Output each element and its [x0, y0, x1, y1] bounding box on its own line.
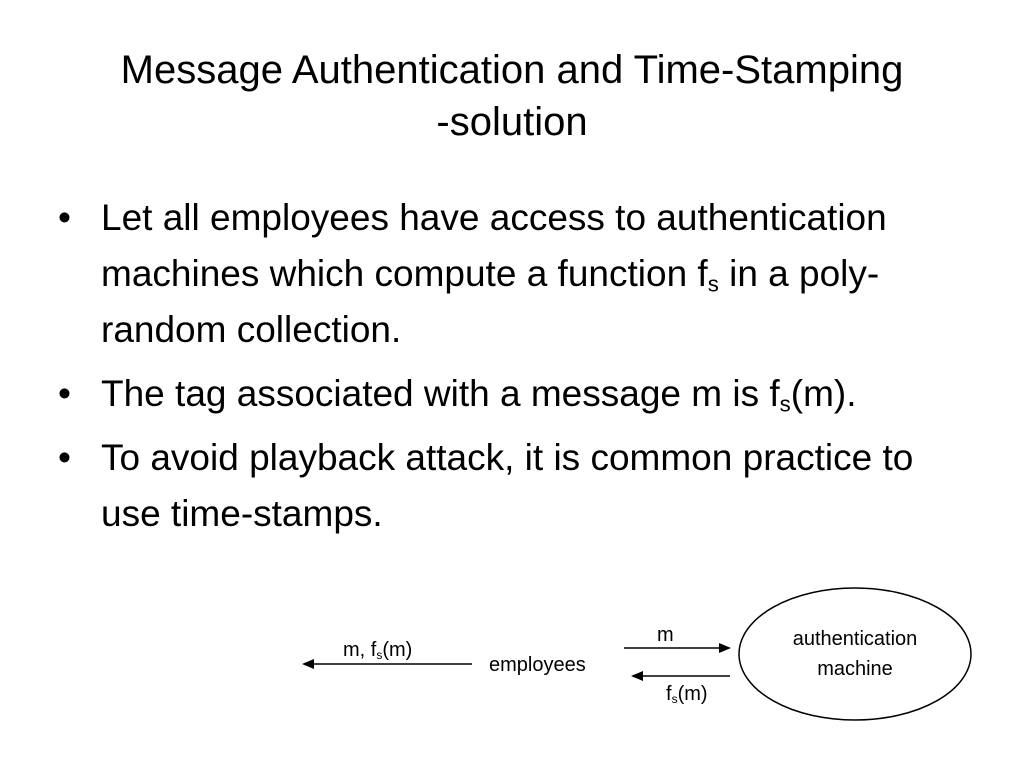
bullet-1-subscript: s [707, 271, 719, 297]
response-arrow-label: fs(m) [666, 682, 708, 706]
machine-label-line-1: authentication [792, 628, 918, 650]
employees-label: employees [489, 654, 586, 676]
bullet-dot-icon: • [58, 373, 71, 414]
output-arrow-head [302, 659, 314, 669]
bullet-item-2: • The tag associated with a message m is… [58, 366, 978, 422]
title-line-1: Message Authentication and Time-Stamping [120, 48, 904, 92]
request-arrow-head [719, 643, 731, 653]
bullet-2-subscript: s [779, 391, 791, 417]
output-arrow-label: m, fs(m) [343, 638, 412, 662]
output-label-subscript: s [376, 648, 383, 662]
response-arrow-head [631, 671, 643, 681]
bullet-dot-icon: • [58, 197, 71, 238]
bullet-item-1: • Let all employees have access to authe… [58, 190, 978, 358]
bullet-dot-icon: • [58, 437, 71, 478]
output-label-prefix: m, f [343, 639, 377, 661]
response-label-prefix: f [666, 683, 672, 705]
bullet-2-text: The tag associated with a message m is f [101, 373, 780, 414]
bullet-2-text-end: (m). [790, 373, 857, 414]
bullet-3-text: To avoid playback attack, it is common p… [101, 437, 914, 534]
bullet-1-text: Let all employees have access to authent… [101, 197, 887, 294]
bullet-1-text-end: in a poly-random collection. [101, 253, 880, 350]
machine-label-line-2: machine [817, 658, 893, 680]
bullet-item-3: • To avoid playback attack, it is common… [58, 430, 978, 542]
request-arrow-label: m [657, 624, 674, 646]
bullet-list: • Let all employees have access to authe… [58, 190, 978, 550]
response-label-subscript: s [671, 692, 678, 706]
output-label-suffix: (m) [382, 639, 413, 661]
authentication-machine-label: authentication machine [740, 624, 970, 684]
response-label-suffix: (m) [677, 683, 708, 705]
title-line-2: -solution [436, 100, 588, 144]
slide-title: Message Authentication and Time-Stamping… [40, 44, 984, 148]
